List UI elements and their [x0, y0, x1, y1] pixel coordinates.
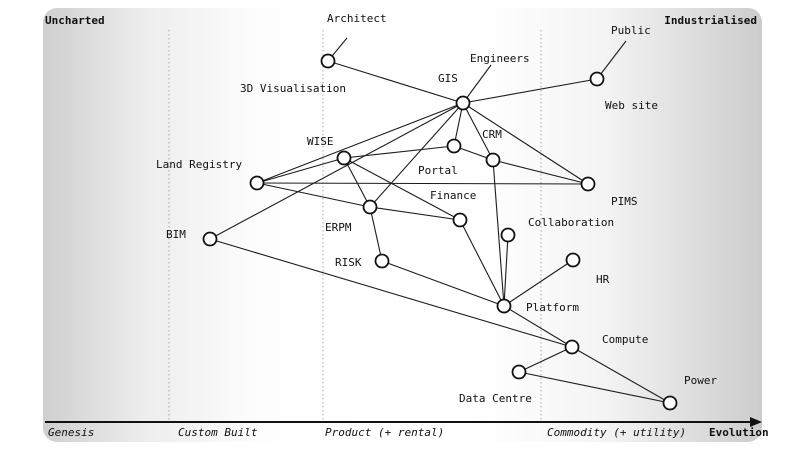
map-edge-hr-platform — [503, 259, 574, 307]
map-node-label-portal: Portal — [418, 164, 458, 177]
map-edge-3d-visualisation-gis — [327, 60, 464, 104]
map-node-label-bim: BIM — [166, 228, 186, 241]
map-node-label-platform: Platform — [526, 301, 579, 314]
map-node-erpm[interactable] — [362, 199, 378, 215]
evolution-label: Evolution — [709, 426, 769, 439]
map-edge-gis-erpm — [369, 102, 464, 208]
map-node-label-wise: WISE — [307, 135, 334, 148]
stage-label-2: Custom Built — [178, 426, 258, 439]
map-edge-risk-platform — [381, 260, 505, 307]
map-edge-compute-data-centre — [518, 346, 573, 373]
map-edge-finance-platform — [459, 219, 505, 307]
map-node-label-hr: HR — [596, 273, 610, 286]
map-edge-erpm-risk — [369, 206, 383, 262]
anchor-label-engineers: Engineers — [470, 52, 530, 65]
map-edge-erpm-finance — [369, 206, 461, 221]
map-node-bim[interactable] — [202, 231, 218, 247]
map-node-finance[interactable] — [452, 212, 468, 228]
map-edge-gis-bim — [209, 102, 464, 240]
map-edge-wise-land-registry — [256, 157, 345, 184]
map-edge-collaboration-platform — [503, 234, 509, 307]
evolution-axis-arrow-icon — [750, 417, 762, 427]
map-edge-wise-erpm — [343, 157, 371, 208]
map-node-platform[interactable] — [496, 298, 512, 314]
map-edge-land-registry-pims — [256, 182, 589, 185]
anchor-line-public — [596, 40, 627, 80]
map-node-pims[interactable] — [580, 176, 596, 192]
map-node-compute[interactable] — [564, 339, 580, 355]
map-node-data-centre[interactable] — [511, 364, 527, 380]
stage-label-3: Product (+ rental) — [325, 426, 444, 439]
map-node-portal[interactable] — [446, 138, 462, 154]
map-node-collaboration[interactable] — [500, 227, 516, 243]
map-node-label-finance: Finance — [430, 189, 476, 202]
map-edge-gis-web-site — [462, 78, 598, 104]
map-edge-data-centre-power — [518, 371, 671, 404]
map-node-label-risk: RISK — [335, 256, 362, 269]
map-edge-compute-power — [571, 346, 671, 404]
map-node-wise[interactable] — [336, 150, 352, 166]
map-node-land-registry[interactable] — [249, 175, 265, 191]
anchor-label-architect: Architect — [327, 12, 387, 25]
map-node-label-pims: PIMS — [611, 195, 638, 208]
map-node-label-3d-visualisation: 3D Visualisation — [240, 82, 346, 95]
map-edge-platform-compute — [503, 305, 573, 348]
map-node-hr[interactable] — [565, 252, 581, 268]
map-edge-crm-platform — [492, 159, 505, 307]
map-edge-crm-pims — [492, 159, 589, 185]
map-node-label-compute: Compute — [602, 333, 648, 346]
map-node-risk[interactable] — [374, 253, 390, 269]
map-node-crm[interactable] — [485, 152, 501, 168]
map-node-label-gis: GIS — [438, 72, 458, 85]
map-node-label-data-centre: Data Centre — [459, 392, 532, 405]
uncharted-label: Uncharted — [45, 14, 105, 27]
map-edge-gis-land-registry — [256, 102, 464, 184]
map-background — [43, 8, 762, 442]
map-edge-bim-compute — [209, 238, 573, 348]
industrialised-label: Industrialised — [664, 14, 757, 27]
map-node-web-site[interactable] — [589, 71, 605, 87]
map-edge-wise-finance — [343, 157, 461, 221]
map-edge-gis-pims — [462, 102, 589, 185]
anchor-label-public: Public — [611, 24, 651, 37]
map-edge-wise-portal — [343, 145, 455, 159]
anchor-line-engineers — [462, 64, 492, 104]
map-node-label-erpm: ERPM — [325, 221, 352, 234]
map-edge-gis-crm — [462, 102, 494, 161]
map-node-label-land-registry: Land Registry — [156, 158, 242, 171]
stage-label-1: Genesis — [48, 426, 94, 439]
stage-label-4: Commodity (+ utility) — [547, 426, 686, 439]
map-node-label-web-site: Web site — [605, 99, 658, 112]
map-node-power[interactable] — [662, 395, 678, 411]
map-node-label-collaboration: Collaboration — [528, 216, 614, 229]
map-node-label-crm: CRM — [482, 128, 502, 141]
map-edge-land-registry-erpm — [256, 182, 371, 208]
map-node-3d-visualisation[interactable] — [320, 53, 336, 69]
map-node-gis[interactable] — [455, 95, 471, 111]
map-node-label-power: Power — [684, 374, 717, 387]
